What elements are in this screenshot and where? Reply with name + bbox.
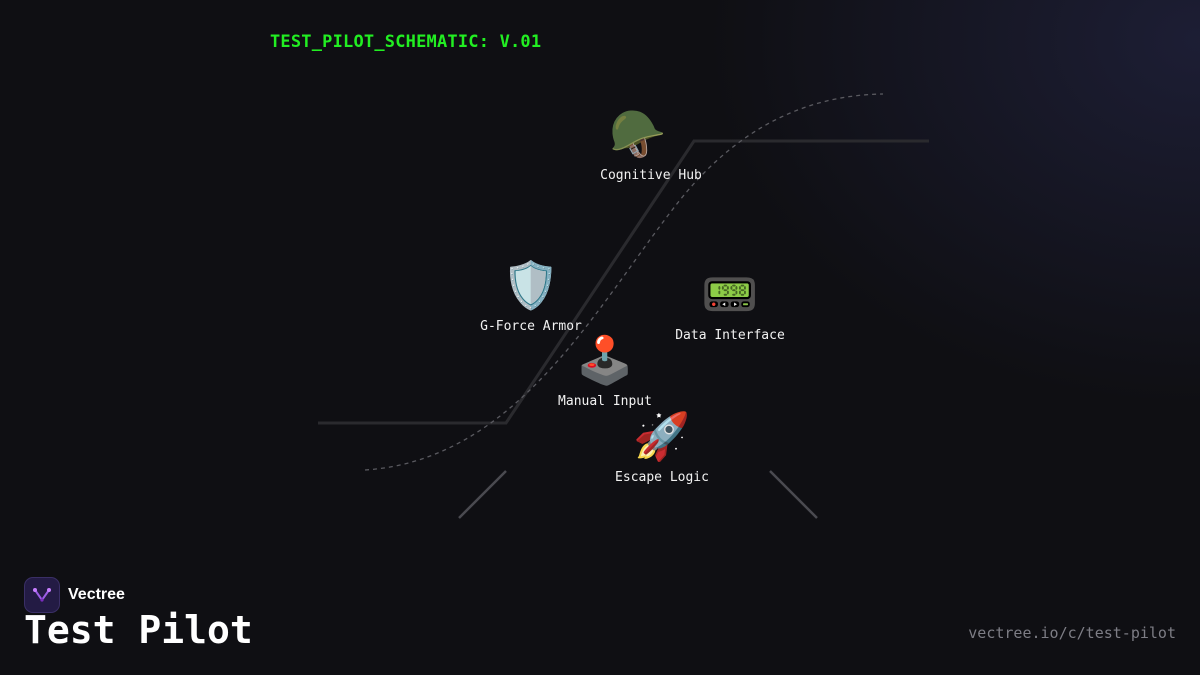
frame-dashed-curve	[364, 93, 884, 471]
frame-left-leg	[458, 470, 507, 519]
frame-right-leg	[769, 470, 818, 519]
node-cognitive-hub[interactable]: 🪖 Cognitive Hub	[574, 106, 702, 183]
node-label: G-Force Armor	[480, 319, 582, 334]
node-data-interface[interactable]: 📟 Data Interface	[675, 266, 785, 343]
rocket-icon: 🚀	[633, 409, 691, 463]
helmet-icon: 🪖	[609, 107, 667, 161]
schematic-title: TEST_PILOT_SCHEMATIC: V.01	[270, 32, 542, 52]
brand[interactable]: Vectree	[24, 577, 125, 613]
brand-name: Vectree	[68, 586, 125, 603]
node-label: Manual Input	[558, 394, 652, 409]
shield-icon: 🛡️	[502, 258, 560, 312]
joystick-icon: 🕹️	[576, 333, 634, 387]
node-manual-input[interactable]: 🕹️ Manual Input	[558, 332, 652, 409]
node-label: Data Interface	[675, 328, 785, 343]
page-url[interactable]: vectree.io/c/test-pilot	[968, 624, 1176, 642]
page-title: Test Pilot	[24, 608, 253, 652]
vectree-logo-icon	[24, 577, 60, 613]
node-escape-logic[interactable]: 🚀 Escape Logic	[615, 408, 709, 485]
node-label: Escape Logic	[615, 470, 709, 485]
pager-icon: 📟	[701, 267, 759, 321]
node-label: Cognitive Hub	[600, 168, 702, 183]
frame-main-line	[318, 139, 929, 425]
node-g-force-armor[interactable]: 🛡️ G-Force Armor	[480, 257, 582, 334]
